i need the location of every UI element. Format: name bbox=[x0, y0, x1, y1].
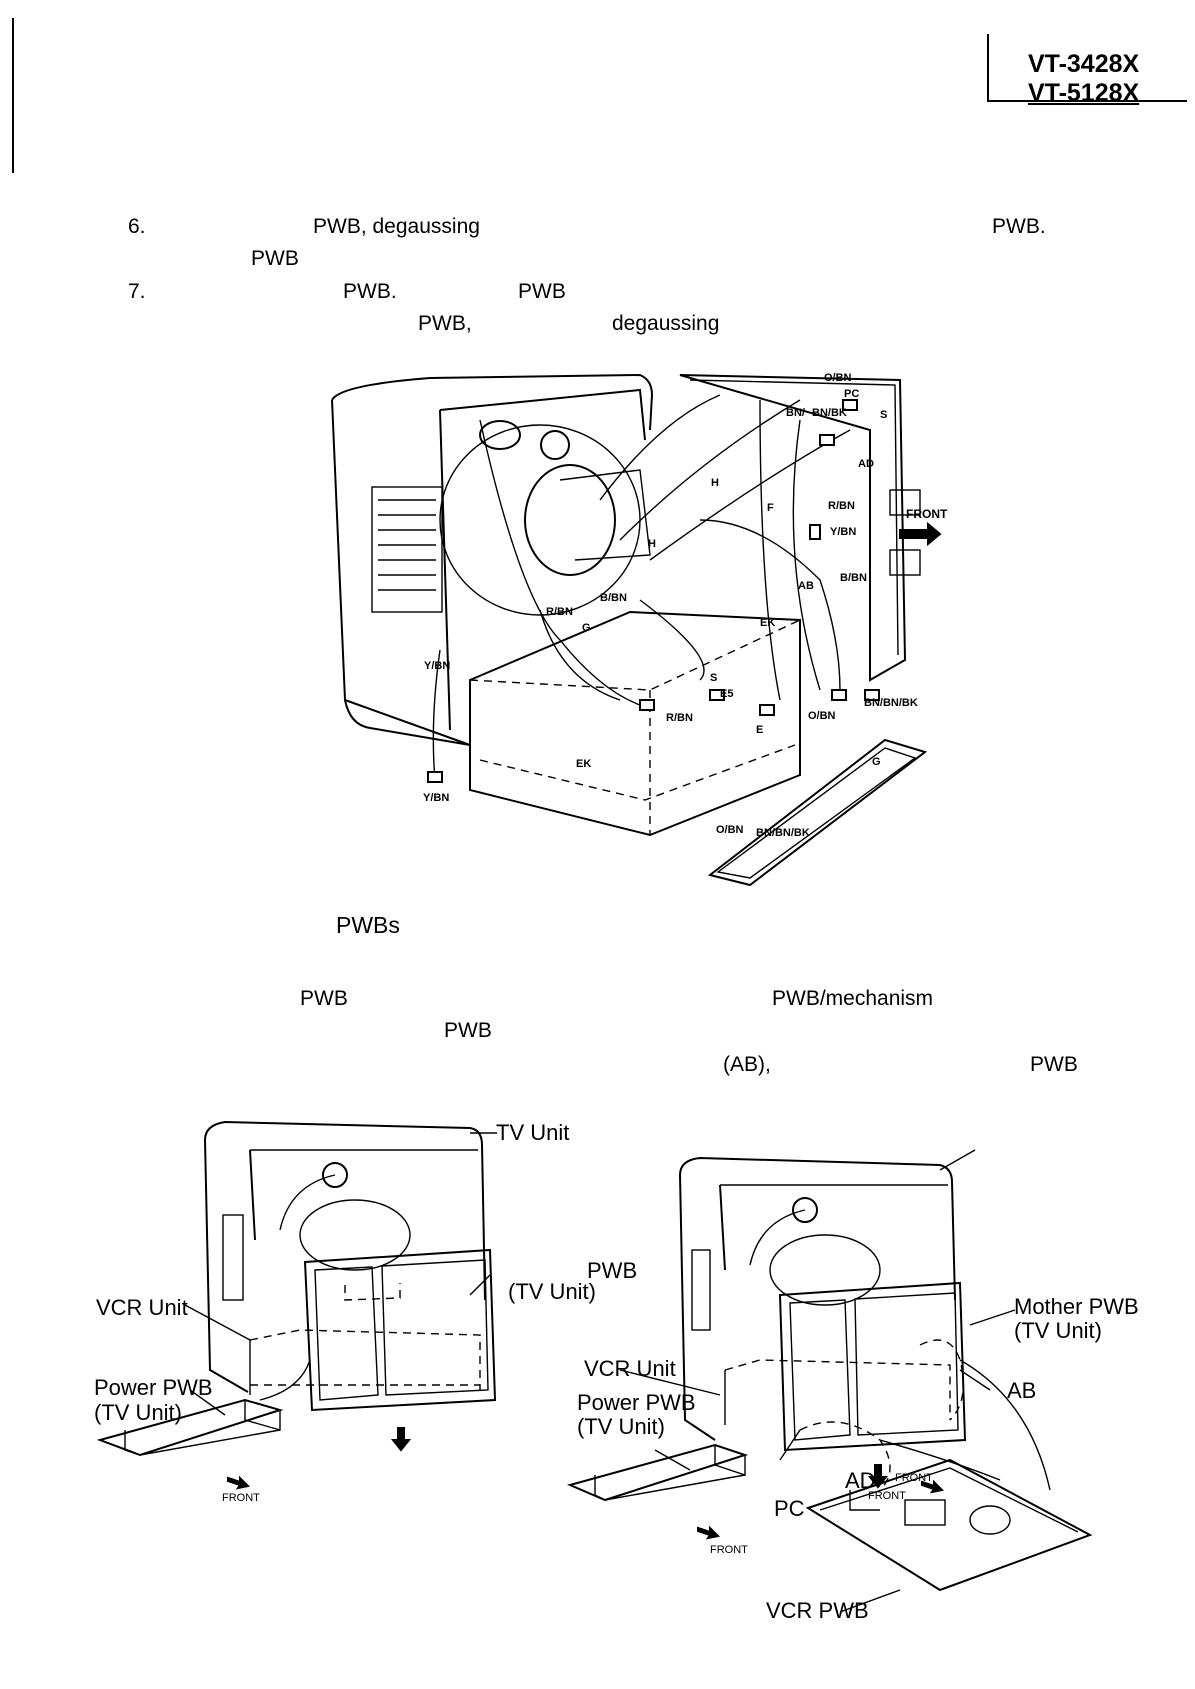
conn-label-b-bn-center: B/BN bbox=[600, 592, 627, 604]
step-7-text-d: degaussing bbox=[612, 312, 720, 335]
right-front-label-power: FRONT bbox=[710, 1544, 748, 1556]
conn-label-e5: E5 bbox=[720, 688, 734, 700]
conn-label-ek-top: EK bbox=[760, 617, 776, 629]
left-pwb-label: PWB bbox=[587, 1258, 638, 1283]
conn-label-g-board: G bbox=[872, 756, 881, 768]
left-power-pwb-label: Power PWB bbox=[94, 1375, 213, 1400]
step-6-number: 6. bbox=[128, 215, 146, 238]
step-6-text-c: PWB bbox=[251, 247, 299, 270]
step-7-number: 7. bbox=[128, 280, 146, 303]
tv-unit-label: TV Unit bbox=[496, 1120, 570, 1145]
conn-label-o-bn-bottom: O/BN bbox=[716, 824, 744, 836]
conn-label-bn-bn-bk-bottom: BN/BN/BK bbox=[756, 827, 810, 839]
conn-label-ab: AB bbox=[798, 580, 814, 592]
conn-label-r-bn-bottom: R/BN bbox=[666, 712, 693, 724]
left-power-pwb-tv-unit: (TV Unit) bbox=[94, 1400, 182, 1425]
left-front-label: FRONT bbox=[222, 1492, 260, 1504]
left-pwb-label-tv-unit: (TV Unit) bbox=[508, 1279, 596, 1304]
conn-label-ek-bottom: EK bbox=[576, 758, 592, 770]
right-front-label-1: FRONT bbox=[895, 1472, 933, 1484]
ad-connector-label: AD bbox=[845, 1468, 876, 1493]
conn-label-e: E bbox=[756, 724, 764, 736]
conn-label-bn: BN/ bbox=[786, 407, 805, 419]
right-header-rule-vertical bbox=[987, 34, 989, 102]
right-power-pwb-tv-unit: (TV Unit) bbox=[577, 1414, 665, 1439]
pc-connector-label: PC bbox=[774, 1496, 805, 1521]
front-label-top-figure: FRONT bbox=[906, 507, 948, 521]
para-fragment-e: PWB bbox=[1030, 1053, 1078, 1076]
para-fragment-a: PWB bbox=[300, 987, 348, 1010]
left-margin-rule bbox=[12, 18, 14, 173]
right-power-pwb-label: Power PWB bbox=[577, 1390, 696, 1415]
para-fragment-b: PWB/mechanism bbox=[772, 987, 934, 1010]
ab-connector-label: AB bbox=[1007, 1378, 1037, 1403]
step-7-text-b: PWB bbox=[518, 280, 566, 303]
conn-label-o-bn-top: O/BN bbox=[824, 372, 852, 384]
mother-pwb-label: Mother PWB bbox=[1014, 1294, 1139, 1319]
right-front-label-2: FRONT bbox=[868, 1490, 906, 1502]
vcr-pwb-label: VCR PWB bbox=[766, 1598, 869, 1623]
step-7-text-c: PWB, bbox=[418, 312, 472, 335]
conn-label-y-bn-bottom: Y/BN bbox=[423, 792, 450, 804]
conn-label-y-bn-left: Y/BN bbox=[424, 660, 451, 672]
model-number-2: VT-5128X bbox=[1028, 79, 1140, 107]
mother-pwb-tv-unit-label: (TV Unit) bbox=[1014, 1318, 1102, 1343]
conn-label-bn-bk: BN/BK bbox=[812, 407, 847, 419]
model-number-1: VT-3428X bbox=[1028, 50, 1140, 78]
conn-label-b-bn-right: B/BN bbox=[840, 572, 867, 584]
section-pwbs-heading: PWBs bbox=[336, 912, 400, 938]
conn-label-s-mid: S bbox=[710, 672, 718, 684]
para-fragment-d: (AB), bbox=[723, 1053, 771, 1076]
conn-label-f: F bbox=[767, 502, 774, 514]
left-vcr-unit-label: VCR Unit bbox=[96, 1295, 188, 1320]
right-header-rule-horizontal bbox=[987, 100, 1187, 102]
top-figure-disassembly-view bbox=[331, 373, 942, 887]
conn-label-r-bn-right: R/BN bbox=[828, 500, 855, 512]
conn-label-ad: AD bbox=[858, 458, 874, 470]
step-6-text-b: PWB. bbox=[992, 215, 1046, 238]
conn-label-o-bn-mid: O/BN bbox=[808, 710, 836, 722]
conn-label-bn-bn-bk-mid: BN/BN/BK bbox=[864, 697, 918, 709]
para-fragment-c: PWB bbox=[444, 1019, 492, 1042]
conn-label-h-center: H bbox=[648, 538, 656, 550]
step-7-text-a: PWB. bbox=[343, 280, 397, 303]
conn-label-pc: PC bbox=[844, 388, 860, 400]
conn-label-h-top: H bbox=[711, 477, 719, 489]
conn-label-y-bn-right: Y/BN bbox=[830, 526, 857, 538]
top-figure-drawing bbox=[331, 373, 942, 887]
right-vcr-unit-label: VCR Unit bbox=[584, 1356, 676, 1381]
step-6-text-a: PWB, degaussing bbox=[313, 215, 480, 238]
conn-label-s-top: S bbox=[880, 409, 888, 421]
conn-label-r-bn-left: R/BN bbox=[546, 606, 573, 618]
conn-label-g-left: G bbox=[582, 622, 591, 634]
